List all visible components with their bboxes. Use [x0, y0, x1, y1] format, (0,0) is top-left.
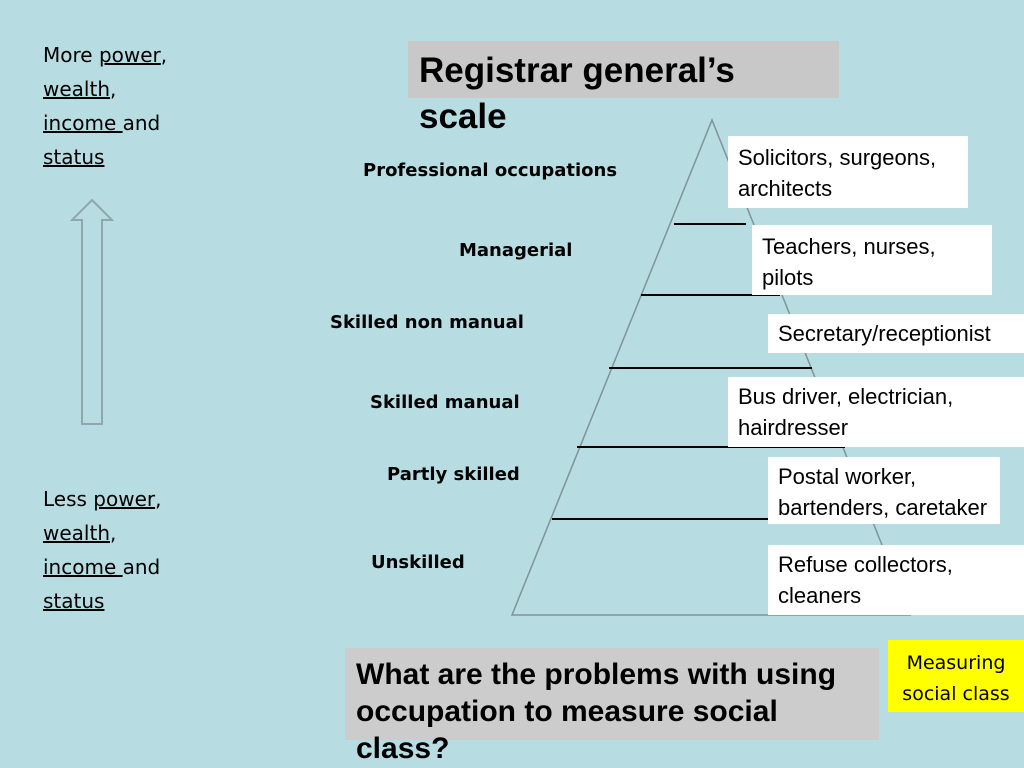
status-word: status: [43, 589, 105, 613]
comma: ,: [155, 487, 162, 511]
wealth-word: wealth: [43, 521, 110, 545]
level-label-managerial: Managerial: [459, 240, 573, 261]
power-word: power: [98, 43, 161, 67]
comma: ,: [110, 521, 117, 545]
and-word: and: [122, 555, 161, 579]
example-box-partly-skilled: Postal worker, bartenders, caretaker: [768, 457, 1000, 524]
topic-badge: Measuring social class: [888, 640, 1024, 712]
example-box-skilled-manual: Bus driver, electrician, hairdresser: [728, 377, 1024, 447]
more-prefix: More: [43, 43, 99, 67]
title-box: [408, 41, 839, 98]
example-box-skilled-non-manual: Secretary/receptionist: [768, 314, 1024, 353]
income-word: income: [43, 111, 123, 135]
example-box-managerial: Teachers, nurses, pilots: [752, 225, 992, 295]
level-label-unskilled: Unskilled: [371, 552, 465, 573]
example-box-professional: Solicitors, surgeons, architects: [728, 136, 968, 208]
slide-title: Registrar general’s scale: [419, 51, 735, 136]
level-label-partly-skilled: Partly skilled: [387, 464, 520, 485]
comma: ,: [110, 77, 117, 101]
up-arrow-icon: [70, 198, 114, 425]
and-word: and: [122, 111, 161, 135]
level-label-skilled-manual: Skilled manual: [370, 392, 520, 413]
discussion-question: What are the problems with using occupat…: [356, 658, 837, 765]
less-prefix: Less: [43, 487, 94, 511]
level-label-professional: Professional occupations: [363, 160, 618, 181]
wealth-word: wealth: [43, 77, 110, 101]
comma: ,: [160, 43, 168, 67]
income-word: income: [43, 555, 123, 579]
question-box: [345, 648, 879, 740]
power-word: power: [93, 487, 156, 511]
example-box-unskilled: Refuse collectors, cleaners: [768, 545, 1024, 615]
status-word: status: [43, 145, 105, 169]
level-label-skilled-non-manual: Skilled non manual: [330, 312, 524, 333]
